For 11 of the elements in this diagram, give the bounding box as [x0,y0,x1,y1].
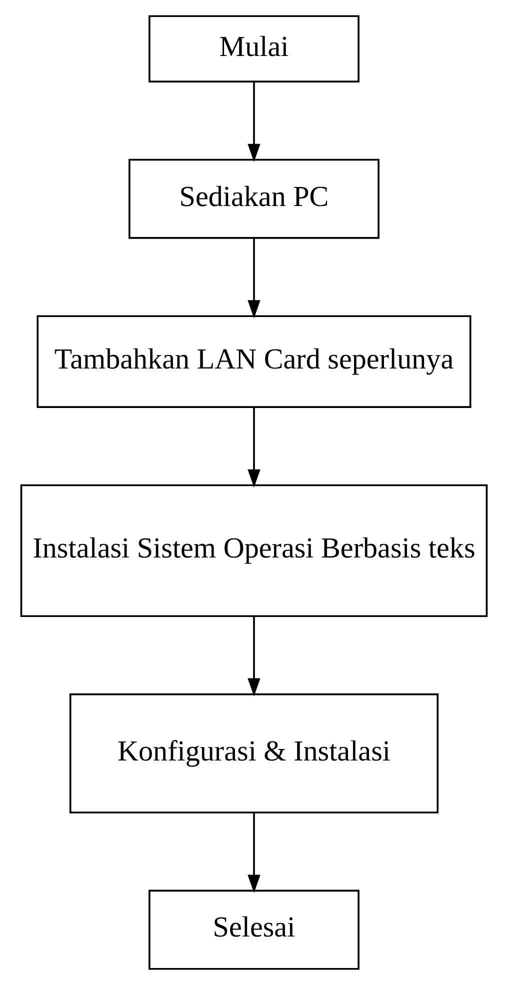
arrow [247,812,260,893]
node-box: Mulai [148,15,359,82]
arrow [247,82,260,162]
node-box: Konfigurasi & Instalasi [68,693,438,814]
arrow [247,616,260,696]
node-box: Tambahkan LAN Card seperlunya [36,315,471,408]
arrow [247,407,260,488]
node-box: Selesai [148,890,359,970]
node-box: Sediakan PC [128,158,379,239]
arrow [247,238,260,318]
node-box: Instalasi Sistem Operasi Berbasis teks [20,484,488,618]
